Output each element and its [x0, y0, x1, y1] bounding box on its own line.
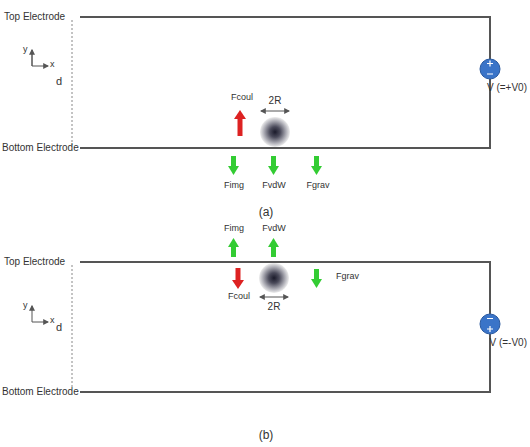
force-label: Fcoul — [231, 93, 253, 102]
gap-dimension — [72, 20, 73, 145]
electrode-label: Bottom Electrode — [2, 387, 79, 397]
diameter-arrow — [261, 111, 289, 112]
particle — [259, 263, 289, 293]
coulomb-arrow — [236, 268, 241, 282]
electrode-wire — [80, 262, 490, 392]
axis-label: y — [23, 45, 28, 54]
gap-label: d — [56, 322, 62, 333]
axis-label: x — [50, 316, 55, 325]
force-label: Fimg — [224, 224, 244, 233]
electrode-label: Bottom Electrode — [2, 143, 79, 153]
diameter-arrow — [260, 297, 288, 298]
axis-label: x — [50, 60, 55, 69]
force-label: FvdW — [262, 224, 286, 233]
panel-a — [32, 17, 500, 175]
axis-arrows — [32, 50, 48, 66]
panel-b — [32, 238, 500, 392]
diameter-label: 2R — [268, 302, 281, 312]
force-arrows — [228, 156, 322, 175]
axis-arrows — [32, 306, 33, 322]
force-label: FvdW — [262, 181, 286, 190]
voltage-source — [480, 314, 500, 334]
electrode-wire — [80, 17, 490, 148]
gap-label: d — [56, 76, 62, 87]
polarity-signs — [487, 319, 493, 333]
force-arrows — [228, 238, 322, 288]
force-label: Fgrav — [306, 181, 329, 190]
gap-dimension — [72, 265, 73, 389]
force-label: Fimg — [224, 181, 244, 190]
axis-label: y — [23, 301, 28, 310]
voltage-label: V (=+V0) — [487, 83, 527, 93]
polarity-signs — [487, 61, 493, 75]
coulomb-arrow — [238, 117, 243, 136]
voltage-label: V (=-V0) — [489, 338, 527, 348]
voltage-source — [480, 59, 500, 79]
caption-label: (b) — [259, 429, 274, 441]
particle — [260, 117, 290, 147]
electrode-label: Top Electrode — [4, 12, 65, 22]
diameter-label: 2R — [269, 96, 282, 106]
caption-label: (a) — [259, 206, 274, 218]
force-label: Fcoul — [228, 292, 250, 301]
force-label: Fgrav — [336, 272, 359, 281]
electrode-label: Top Electrode — [4, 257, 65, 267]
